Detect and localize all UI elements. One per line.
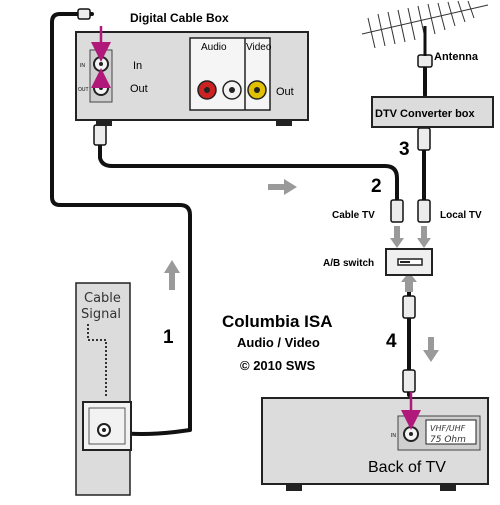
converter-label: DTV Converter box — [375, 108, 476, 120]
tv-spec-box — [425, 419, 477, 445]
step-3-number: 3 — [399, 139, 410, 160]
cable-wall-outlet: Cable Signal — [75, 282, 132, 496]
audio-label: Audio — [201, 42, 227, 53]
antenna-element — [397, 9, 406, 43]
cable-box-foot-right — [276, 120, 292, 126]
cable-signal-line-1: Cable — [84, 291, 121, 306]
arrow-down-small — [390, 226, 404, 248]
coax-connectors — [77, 8, 433, 393]
video-label: Video — [246, 42, 272, 53]
antenna — [361, 0, 489, 56]
local-tv-label: Local TV — [440, 210, 482, 221]
antenna-element — [447, 1, 456, 27]
tv-foot-left — [286, 484, 302, 491]
direction-arrows — [164, 179, 439, 362]
wall-plate — [75, 282, 131, 496]
port-center — [99, 86, 103, 90]
jack-center — [204, 87, 210, 93]
jack-center — [229, 87, 235, 93]
antenna-element — [367, 17, 376, 49]
branding: Columbia ISA Audio / Video © 2010 SWS — [222, 312, 333, 373]
tv-ohm-label: 75 Ohm — [430, 435, 466, 445]
arrow-down-small — [417, 226, 431, 248]
connector — [417, 127, 431, 151]
signal-dotted-path — [87, 324, 107, 396]
arrow-up — [164, 260, 180, 290]
antenna-element — [457, 0, 466, 23]
back-of-tv-label: Back of TV — [368, 459, 446, 476]
tv-vhf-label: VHF/UHF — [430, 424, 466, 433]
dtv-converter-box: DTV Converter box — [371, 96, 494, 128]
connector — [77, 8, 91, 20]
cable-signal-line-2: Signal — [81, 307, 121, 322]
cable-box-foot-left — [96, 120, 112, 126]
cable-1-wall-to-box — [50, 12, 192, 436]
tv-back-panel: IN VHF/UHF 75 Ohm Back of TV — [261, 392, 490, 491]
port-center — [99, 62, 103, 66]
tv-foot-right — [440, 484, 456, 491]
connector — [402, 295, 416, 319]
brand-line-3: © 2010 SWS — [240, 358, 316, 373]
jack-center — [254, 87, 260, 93]
connector — [390, 199, 404, 223]
cable-box-out-label: Out — [130, 83, 148, 95]
antenna-element — [387, 11, 396, 45]
arrow-down — [423, 337, 439, 362]
step-2-number: 2 — [371, 176, 382, 197]
brand-line-1: Columbia ISA — [222, 312, 333, 331]
port-in-small-label: IN — [80, 63, 85, 69]
antenna-element — [407, 7, 416, 41]
ab-switch: A/B switch — [323, 248, 433, 276]
port-out-small-label: OUT — [78, 87, 89, 93]
wall-outlet-inner — [88, 407, 126, 445]
connector — [417, 199, 431, 223]
converter-body — [371, 96, 494, 128]
antenna-element — [427, 3, 436, 35]
wall-outlet-square — [82, 401, 132, 451]
tv-in-label: IN — [391, 433, 396, 439]
connector — [417, 54, 433, 68]
ab-switch-toggle[interactable] — [400, 261, 410, 263]
cable-box-title: Digital Cable Box — [130, 11, 229, 25]
port-center — [102, 428, 106, 432]
antenna-element — [467, 0, 475, 19]
antenna-label: Antenna — [434, 51, 479, 63]
step-1-number: 1 — [163, 327, 174, 348]
cable-box-in-label: In — [133, 60, 142, 72]
antenna-element — [377, 13, 386, 47]
step-4-number: 4 — [386, 331, 397, 352]
antenna-element — [437, 2, 446, 31]
arrow-right — [268, 179, 297, 195]
connector — [402, 369, 416, 393]
av-out-label: Out — [276, 86, 294, 98]
connector — [93, 124, 107, 146]
arrow-up-small — [401, 272, 417, 292]
ab-switch-label: A/B switch — [323, 258, 374, 269]
cable-2-box-to-switch — [98, 143, 399, 207]
cable-tv-label: Cable TV — [332, 210, 375, 221]
antenna-boom — [361, 4, 489, 35]
port-center — [409, 432, 413, 436]
digital-cable-box: Digital Cable Box IN OUT In Out Audio Vi… — [75, 11, 309, 126]
brand-line-2: Audio / Video — [237, 335, 320, 350]
